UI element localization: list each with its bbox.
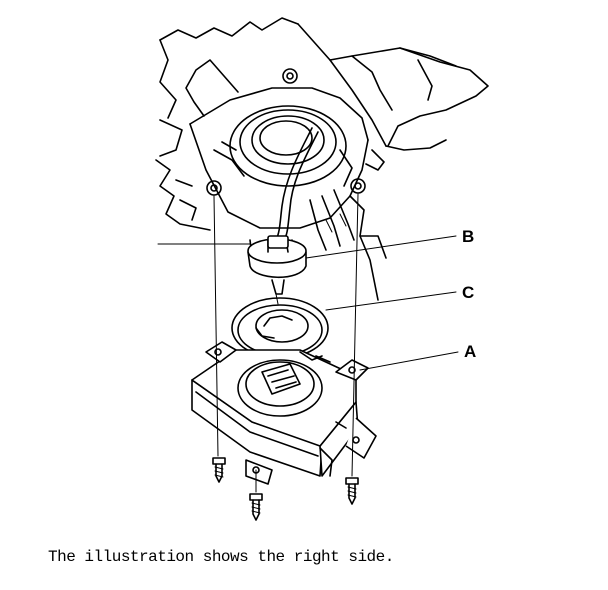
- bulb-lead-wire: [275, 127, 319, 241]
- callout-label-c: C: [462, 283, 475, 302]
- igniter-cap-b: [247, 235, 307, 295]
- ballast-unit-a: [191, 341, 377, 485]
- callout-label-b: B: [462, 227, 475, 246]
- mounting-screw-right: [345, 477, 359, 505]
- callout-label-a: A: [464, 342, 477, 361]
- mounting-screw-center: [249, 493, 263, 521]
- headlight-housing: [155, 17, 489, 301]
- housing-screw-bosses: [206, 68, 366, 196]
- gasket-ring-c: [231, 297, 329, 359]
- mounting-screw-left: [212, 457, 226, 483]
- callout-leaders: [305, 235, 459, 371]
- bulb-socket-opening: [213, 105, 353, 187]
- alignment-lines: [213, 193, 359, 493]
- figure-caption: The illustration shows the right side.: [48, 548, 394, 566]
